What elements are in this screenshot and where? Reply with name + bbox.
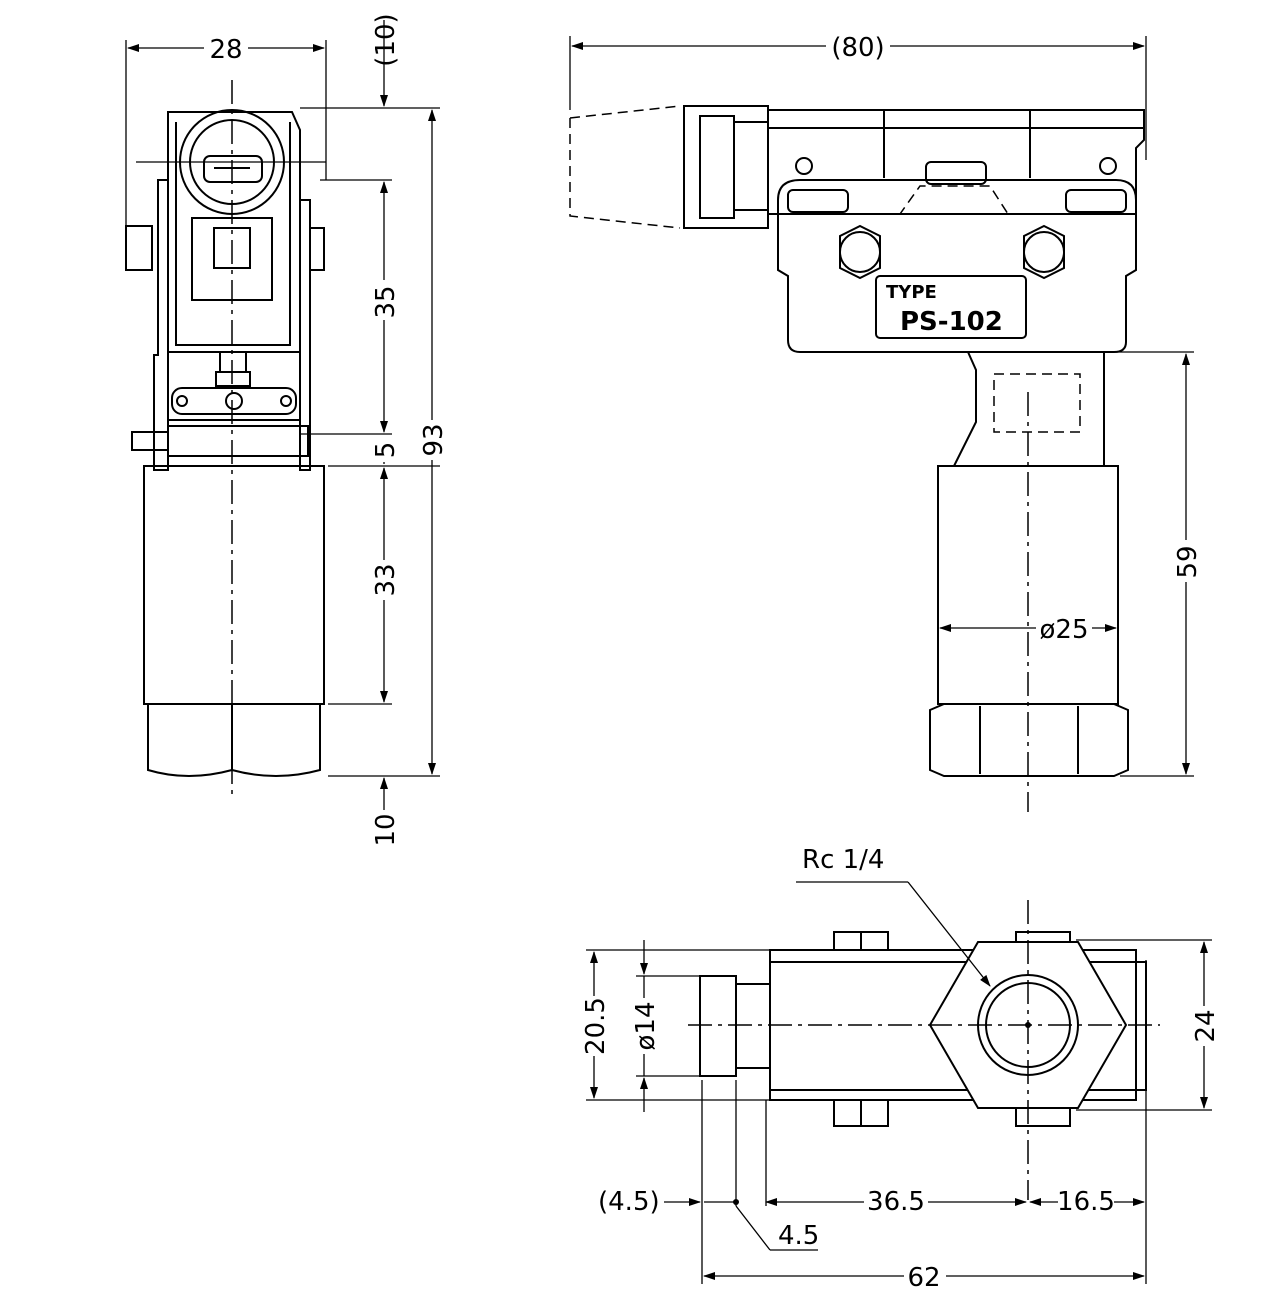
- side-view: [125, 40, 440, 800]
- dim-bottom-flange: 4.5: [778, 1221, 819, 1251]
- nameplate-model: PS-102: [900, 307, 1003, 337]
- dim-bottom-to-center: 36.5: [867, 1187, 925, 1217]
- dim-side-width: 28: [209, 35, 242, 65]
- dim-bottom-left-offset: (4.5): [598, 1187, 660, 1217]
- dim-bottom-hex-width: 24: [1191, 1009, 1221, 1042]
- nameplate-type-label: TYPE: [886, 282, 937, 303]
- dim-bottom-boss-diameter: ø14: [631, 1002, 661, 1051]
- dim-front-body-diameter: ø25: [1040, 615, 1089, 645]
- dim-front-lower-height: 59: [1173, 545, 1203, 578]
- bottom-view: [586, 900, 1212, 1284]
- bottom-view-dimensions: 20.5 ø14 24 (4.5) 36.5 16.5 4.5 62 Rc 1/…: [578, 845, 1221, 1293]
- nameplate: [875, 275, 1027, 339]
- dim-side-gap: 5: [371, 442, 401, 459]
- label-port-thread: Rc 1/4: [802, 845, 884, 875]
- side-view-dimensions: 28 (10) 35 5 33 10 93: [127, 13, 449, 850]
- dim-front-overall-width: (80): [831, 33, 884, 63]
- front-view: TYPE PS-102: [569, 36, 1194, 812]
- dim-side-top-offset: (10): [371, 13, 401, 66]
- front-view-dimensions: (80) 59 ø25: [571, 30, 1203, 775]
- dim-bottom-center-to-edge: 16.5: [1057, 1187, 1115, 1217]
- dim-side-total-height: 93: [419, 423, 449, 456]
- dim-side-hex-height: 10: [371, 813, 401, 846]
- dim-bottom-depth: 20.5: [581, 997, 611, 1055]
- dim-side-body-height: 33: [371, 563, 401, 596]
- dim-side-upper-height: 35: [371, 285, 401, 318]
- dim-bottom-total-width: 62: [907, 1263, 940, 1293]
